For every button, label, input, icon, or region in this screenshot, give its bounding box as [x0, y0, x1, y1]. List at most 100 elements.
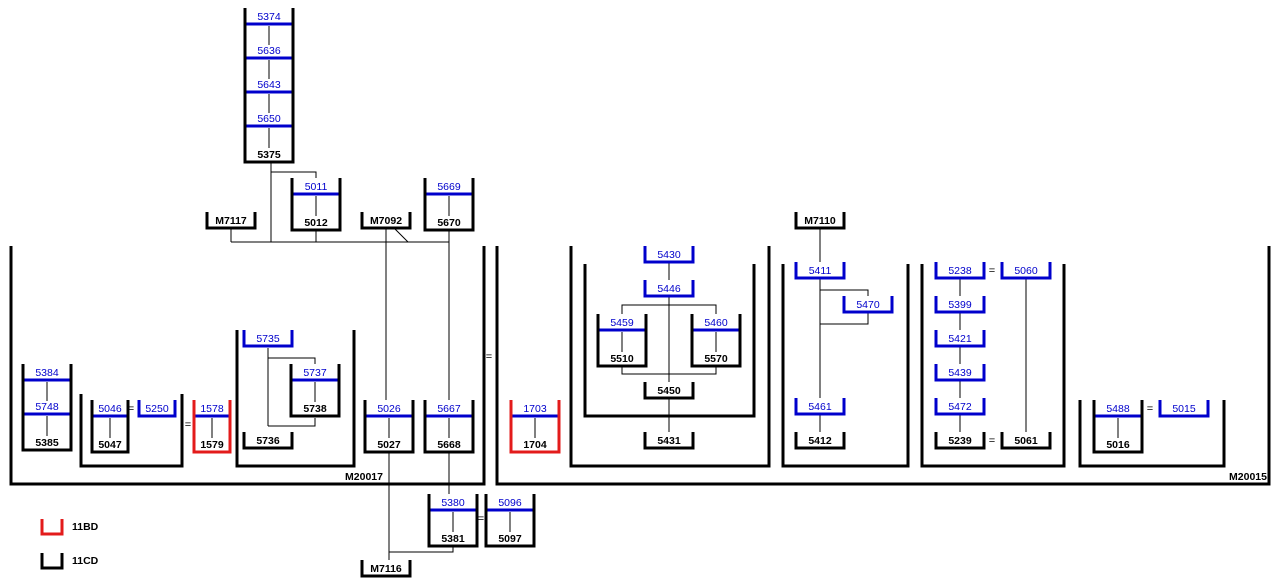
- box-label-5047: 5047: [98, 439, 122, 451]
- equals-sign: =: [989, 435, 995, 447]
- box-label-M7110: M7110: [804, 215, 836, 227]
- box-label-5461: 5461: [808, 401, 832, 413]
- box-label-5250: 5250: [145, 403, 169, 415]
- box-label-1578: 1578: [200, 403, 224, 415]
- box-label-5015: 5015: [1172, 403, 1196, 415]
- blue-cup-5446: [643, 280, 695, 298]
- box-label-5510: 5510: [610, 353, 634, 365]
- black-cup-M7116: [360, 560, 412, 578]
- equals-sign: =: [478, 513, 484, 525]
- box-label-5239: 5239: [948, 435, 972, 447]
- box-label-5570: 5570: [704, 353, 728, 365]
- box-label-5446: 5446: [657, 283, 681, 295]
- cup-5047: [90, 400, 130, 454]
- box-label-5459: 5459: [610, 317, 634, 329]
- box-label-5430: 5430: [657, 249, 681, 261]
- black-cup-5239: [934, 432, 986, 450]
- box-label-5421: 5421: [948, 333, 972, 345]
- box-label-5450: 5450: [657, 385, 681, 397]
- box-label-5380: 5380: [441, 497, 465, 509]
- box-label-5488: 5488: [1106, 403, 1130, 415]
- equals-sign: =: [989, 265, 995, 277]
- blue-cup-5060: [1000, 262, 1052, 280]
- box-label-M7117: M7117: [215, 215, 247, 227]
- box-label-1579: 1579: [200, 439, 224, 451]
- box-label-5643: 5643: [257, 79, 281, 91]
- equals-sign: =: [486, 351, 492, 363]
- subframe-5412: [781, 264, 910, 468]
- cup-1579: [192, 400, 232, 454]
- box-label-1704: 1704: [523, 439, 547, 451]
- box-label-5668: 5668: [437, 439, 461, 451]
- equals-sign: =: [185, 419, 191, 431]
- cup-5738: [289, 364, 341, 418]
- connector-line: [820, 313, 869, 325]
- box-label-5460: 5460: [704, 317, 728, 329]
- box-label-5669: 5669: [437, 181, 461, 193]
- box-label-5374: 5374: [257, 11, 281, 23]
- subframe-5016: [1078, 400, 1226, 468]
- box-label-5736: 5736: [256, 435, 280, 447]
- legend-label-11BD: 11BD: [72, 521, 99, 533]
- box-label-5470: 5470: [856, 299, 880, 311]
- box-label-5011: 5011: [305, 181, 328, 193]
- box-label-1703: 1703: [523, 403, 547, 415]
- connector-line: [268, 357, 316, 364]
- connector-line: [268, 418, 316, 427]
- box-label-5472: 5472: [948, 401, 972, 413]
- box-label-5238: 5238: [948, 265, 972, 277]
- subframe-5239: [920, 264, 1066, 468]
- box-label-5046: 5046: [98, 403, 122, 415]
- box-label-5737: 5737: [303, 367, 327, 379]
- cup-5012: [290, 178, 342, 232]
- legend-label-11CD: 11CD: [72, 555, 99, 567]
- cup-5385: [21, 364, 73, 452]
- black-cup-5412: [794, 432, 846, 450]
- cup-5570: [690, 314, 742, 368]
- box-label-5667: 5667: [437, 403, 461, 415]
- group-label-M20015: M20015: [1229, 471, 1267, 483]
- box-label-5670: 5670: [437, 217, 461, 229]
- blue-cup-5015: [1158, 400, 1210, 418]
- box-label-5650: 5650: [257, 113, 281, 125]
- subframe-5047: [79, 394, 184, 468]
- black-cup-M7110: [794, 212, 846, 230]
- box-label-5381: 5381: [441, 533, 465, 545]
- legend-swatch-11BD: [40, 519, 64, 536]
- cup-5670: [423, 178, 475, 232]
- legend-swatch-11CD: [40, 553, 64, 570]
- subframe-5431: [569, 246, 771, 468]
- connector-line: [394, 228, 449, 243]
- black-cup-5061: [1000, 432, 1052, 450]
- black-cup-M7092: [360, 212, 412, 230]
- cup-1704: [509, 400, 561, 454]
- box-label-5411: 5411: [809, 265, 832, 277]
- blue-cup-5411: [794, 262, 846, 280]
- box-label-5738: 5738: [303, 403, 327, 415]
- box-label-5061: 5061: [1014, 435, 1038, 447]
- box-label-M7092: M7092: [370, 215, 402, 227]
- box-label-M7116: M7116: [370, 563, 402, 575]
- box-label-5412: 5412: [808, 435, 832, 447]
- group-frame-M20015: [495, 246, 1271, 486]
- group-label-M20017: M20017: [345, 471, 383, 483]
- box-label-5060: 5060: [1014, 265, 1038, 277]
- blue-cup-5461: [794, 398, 846, 416]
- box-label-5012: 5012: [304, 217, 328, 229]
- blue-cup-5735: [242, 330, 294, 348]
- black-cup-M7117: [205, 212, 257, 230]
- connector-line: [621, 366, 717, 375]
- connector-line: [271, 171, 317, 178]
- blue-cup-5421: [934, 330, 986, 348]
- box-label-5027: 5027: [377, 439, 401, 451]
- equals-sign: =: [1147, 403, 1153, 415]
- cup-boxes: [21, 8, 1210, 578]
- group-frame-M20017: [9, 246, 486, 486]
- black-cup-5431: [643, 432, 695, 450]
- connector-line: [389, 546, 454, 553]
- cup-5510: [596, 314, 648, 368]
- cup-5381: [427, 494, 479, 548]
- connector-lines: [46, 26, 1119, 560]
- box-label-5375: 5375: [257, 149, 281, 161]
